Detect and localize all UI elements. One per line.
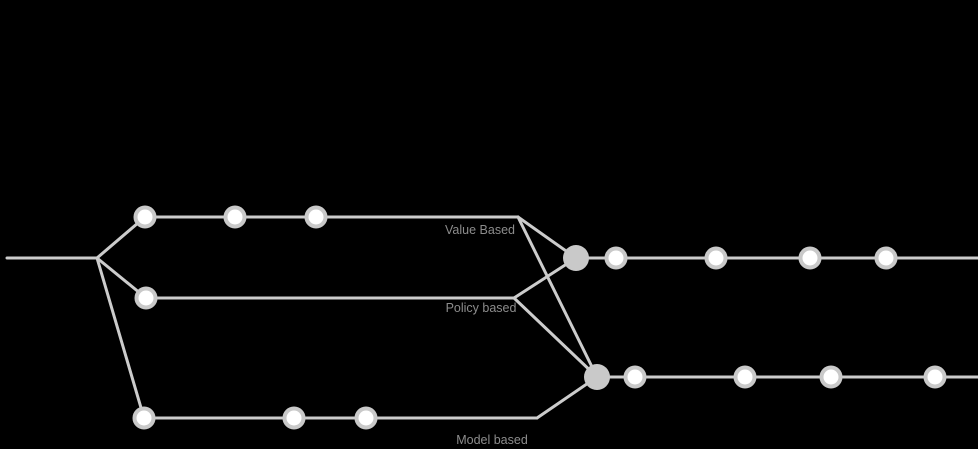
model-branch-node-1 [132, 406, 156, 430]
policy-to-bottom-merge [512, 296, 599, 379]
merged-top-node-1 [604, 246, 628, 270]
merged-bottom-node-4 [923, 365, 947, 389]
value-branch-node-3 [304, 205, 328, 229]
nodes-layer [132, 205, 947, 430]
trunk-to-model-branch [95, 256, 146, 420]
model-based-label: Model based [456, 433, 528, 447]
value-branch-node-1 [133, 205, 157, 229]
merged-bottom-node-1 [623, 365, 647, 389]
merged-top-node-3 [798, 246, 822, 270]
model-branch-node-2 [282, 406, 306, 430]
top-merge-node [563, 245, 589, 271]
bottom-merge-node [584, 364, 610, 390]
policy-branch-node-1 [134, 286, 158, 310]
policy-based-label: Policy based [446, 301, 517, 315]
value-to-bottom-merge [516, 215, 599, 379]
value-based-label: Value Based [445, 223, 515, 237]
model-branch-node-3 [354, 406, 378, 430]
merged-top-node-4 [874, 246, 898, 270]
value-branch-node-2 [223, 205, 247, 229]
merged-top-node-2 [704, 246, 728, 270]
edges-layer [5, 215, 978, 420]
merged-bottom-node-3 [819, 365, 843, 389]
merged-bottom-node-2 [733, 365, 757, 389]
